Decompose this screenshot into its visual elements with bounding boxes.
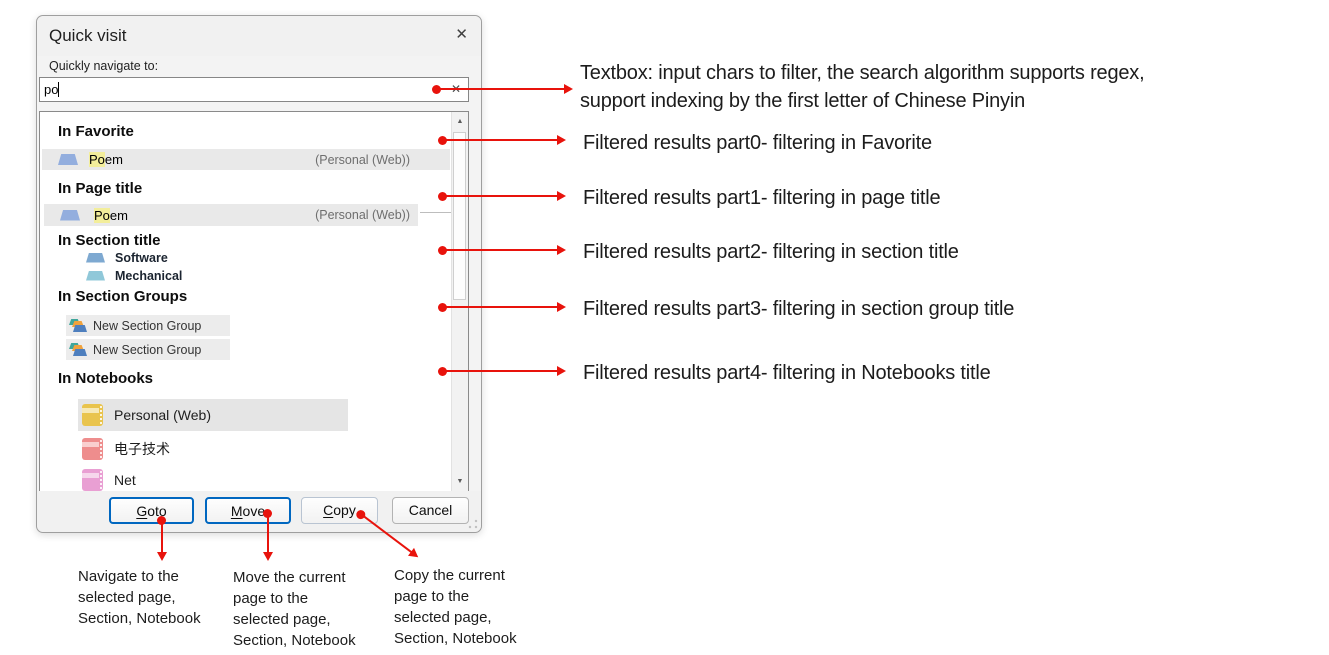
result-row-software[interactable]: Software xyxy=(42,249,442,266)
scroll-up-icon[interactable]: ▲ xyxy=(456,118,464,125)
move-button-label: ove xyxy=(242,503,266,519)
results-list[interactable]: In Favorite Poem (Personal (Web)) In Pag… xyxy=(39,111,469,492)
annotation-part0: Filtered results part0- filtering in Fav… xyxy=(583,132,932,154)
match-highlight: Po xyxy=(94,207,110,223)
section-icon xyxy=(86,270,105,281)
group-header-favorite: In Favorite xyxy=(58,123,134,140)
result-row-favorite-poem[interactable]: Poem (Personal (Web)) xyxy=(42,149,450,170)
annotation-part4: Filtered results part4- filtering in Not… xyxy=(583,362,991,384)
section-icon xyxy=(58,154,78,165)
scrollbar-thumb[interactable] xyxy=(453,132,466,300)
result-label: 电子技术 xyxy=(114,441,170,457)
result-row-notebook-dianzi[interactable]: 电子技术 xyxy=(78,433,348,465)
close-icon[interactable]: ✕ xyxy=(455,26,468,43)
resize-grip[interactable] xyxy=(468,519,478,529)
group-header-section-title: In Section title xyxy=(58,232,161,249)
annotation-part2: Filtered results part2- filtering in sec… xyxy=(583,241,959,263)
result-label: New Section Group xyxy=(93,318,202,333)
scrollbar[interactable]: ▲ ▼ xyxy=(451,112,468,491)
result-context: (Personal (Web)) xyxy=(315,208,410,222)
move-button-mnemonic: M xyxy=(230,503,243,519)
notebook-icon xyxy=(82,438,103,460)
copy-button-label: opy xyxy=(333,502,356,518)
annotation-textbox: Textbox: input chars to filter, the sear… xyxy=(580,62,1145,112)
filter-input-value: po xyxy=(44,82,59,97)
annotation-part1: Filtered results part1- filtering in pag… xyxy=(583,187,941,209)
notebook-icon xyxy=(82,404,103,426)
goto-button-label: oto xyxy=(147,503,167,519)
result-row-section-group-1[interactable]: New Section Group xyxy=(66,315,230,336)
notebook-icon xyxy=(82,469,103,491)
result-row-notebook-net[interactable]: Net xyxy=(78,467,348,491)
result-row-notebook-personal[interactable]: Personal (Web) xyxy=(78,399,348,431)
result-label: New Section Group xyxy=(93,342,202,357)
result-row-section-group-2[interactable]: New Section Group xyxy=(66,339,230,360)
group-header-page-title: In Page title xyxy=(58,180,143,197)
arrow-goto xyxy=(156,516,167,561)
dialog-titlebar[interactable]: Quick visit ✕ xyxy=(37,16,481,56)
move-button[interactable]: Move xyxy=(205,497,291,524)
section-group-icon xyxy=(69,319,88,332)
result-context: (Personal (Web)) xyxy=(315,152,410,167)
annotation-goto: Navigate to the selected page, Section, … xyxy=(78,568,201,627)
annotation-part3: Filtered results part3- filtering in sec… xyxy=(583,298,1015,320)
result-label: Mechanical xyxy=(115,268,183,283)
scroll-down-icon[interactable]: ▼ xyxy=(456,478,464,485)
section-icon xyxy=(60,209,80,221)
match-highlight: Po xyxy=(89,152,105,167)
result-label: em xyxy=(109,207,128,223)
group-header-notebooks: In Notebooks xyxy=(58,370,154,387)
group-header-section-groups: In Section Groups xyxy=(58,288,188,305)
row-connector-line xyxy=(420,212,451,213)
copy-button-mnemonic: C xyxy=(323,502,334,518)
result-row-mechanical[interactable]: Mechanical xyxy=(42,267,442,284)
result-label: Personal (Web) xyxy=(114,407,212,423)
filter-input[interactable]: po ✕ xyxy=(39,77,469,102)
annotation-move: Move the current page to the selected pa… xyxy=(233,569,356,649)
goto-button-mnemonic: G xyxy=(136,503,148,519)
copy-button[interactable]: Copy xyxy=(301,497,378,524)
navigate-label: Quickly navigate to: xyxy=(49,59,159,73)
result-label: em xyxy=(104,152,123,167)
cancel-button-label: Cancel xyxy=(408,502,453,518)
annotation-copy: Copy the current page to the selected pa… xyxy=(394,567,517,647)
quick-visit-dialog: Quick visit ✕ Quickly navigate to: po ✕ … xyxy=(36,15,482,533)
result-label: Software xyxy=(115,250,168,265)
arrow-move xyxy=(262,509,273,561)
cancel-button[interactable]: Cancel xyxy=(392,497,469,524)
section-group-icon xyxy=(69,343,88,356)
result-label: Net xyxy=(114,472,136,488)
dialog-title: Quick visit xyxy=(49,26,127,45)
result-row-page-poem[interactable]: Poem (Personal (Web)) xyxy=(44,204,418,226)
section-icon xyxy=(86,252,105,263)
button-bar: Goto Move Copy Cancel xyxy=(37,491,481,532)
text-caret-icon xyxy=(58,82,60,97)
goto-button[interactable]: Goto xyxy=(109,497,194,524)
